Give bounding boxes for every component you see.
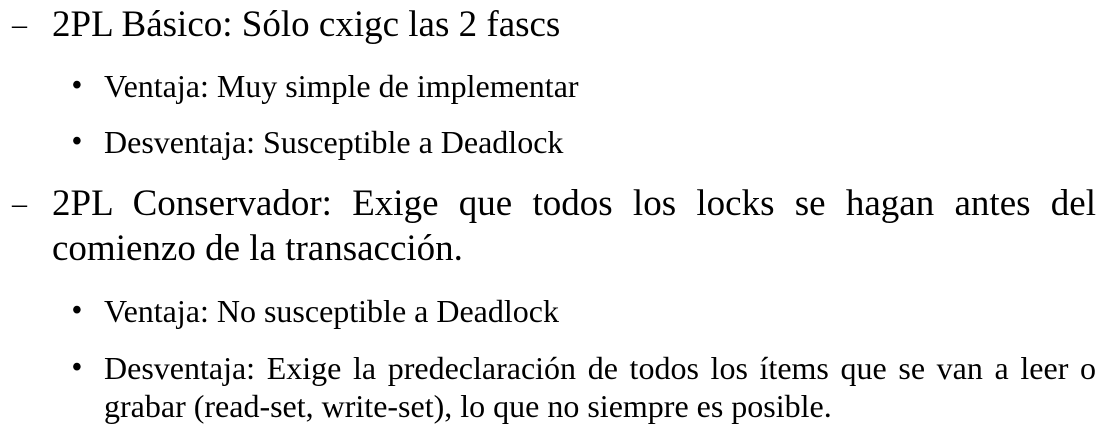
sub-bullet-text: Desventaja: Susceptible a Deadlock [104,124,564,160]
dot-marker: • [72,70,82,101]
sub-bullet-text: Desventaja: Exige la predeclaración de t… [104,350,1096,424]
sub-bullet-desventaja-conservador: • Desventaja: Exige la predeclaración de… [72,349,1096,425]
sub-bullet-text: Ventaja: Muy simple de implementar [104,68,579,104]
bullet-text: 2PL Conservador: Exige que todos los loc… [52,183,1096,269]
dash-marker: – [12,8,27,41]
dot-marker: • [72,352,82,383]
sub-bullet-ventaja-conservador: • Ventaja: No susceptible a Deadlock [72,292,1096,330]
dash-marker: – [12,187,27,220]
dot-marker: • [72,126,82,157]
sub-bullet-ventaja-basico: • Ventaja: Muy simple de implementar [72,67,1096,105]
dot-marker: • [72,295,82,326]
bullet-text: 2PL Básico: Sólo cxigc las 2 fascs [52,4,561,45]
sub-bullet-text: Ventaja: No susceptible a Deadlock [104,293,559,329]
bullet-2pl-basico: – 2PL Básico: Sólo cxigc las 2 fascs [12,2,1096,47]
bullet-2pl-conservador: – 2PL Conservador: Exige que todos los l… [12,181,1096,271]
sub-bullet-desventaja-basico: • Desventaja: Susceptible a Deadlock [72,123,1096,161]
